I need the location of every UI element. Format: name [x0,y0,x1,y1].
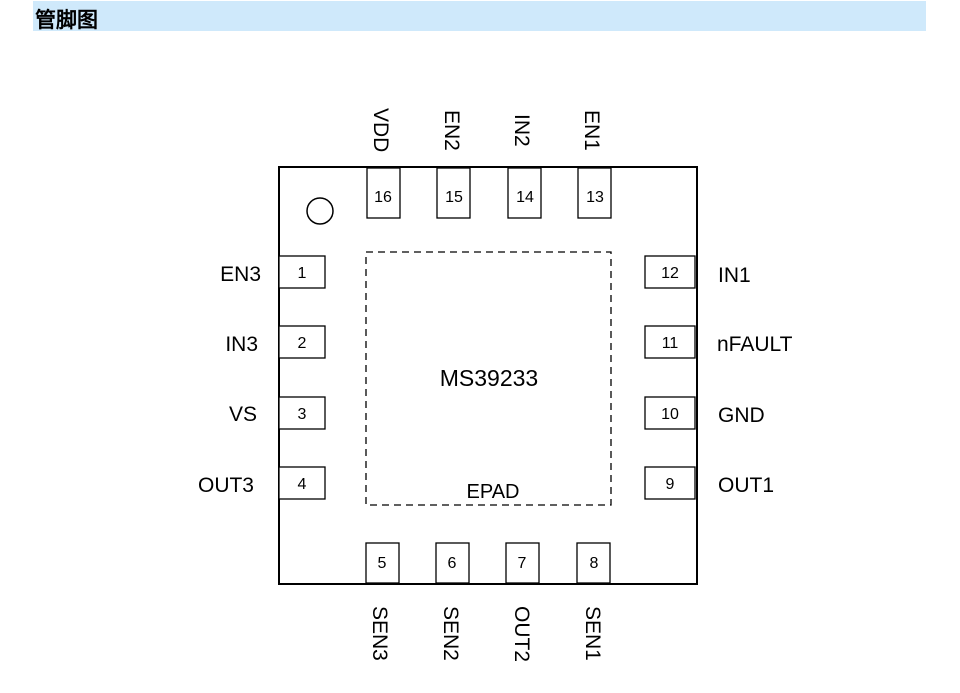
pin-number: 7 [518,555,527,572]
pin-number: 12 [661,265,679,282]
pin-name: IN1 [718,264,751,287]
pin1-indicator-dot [306,197,334,225]
pin-name: VS [229,403,257,426]
pin-number: 9 [666,476,675,493]
epad-label: EPAD [467,481,520,503]
pin-name: SEN1 [581,606,604,661]
pin-number: 15 [445,189,463,206]
pin-number: 13 [586,189,604,206]
pin-3: 3 VS [229,396,326,430]
section-title-bar: 管脚图 [33,1,926,32]
pin-2: 2 IN3 [225,325,326,359]
pin-name: GND [718,404,765,427]
pin-11: 11 nFAULT [644,325,793,359]
pin-name: EN1 [580,110,603,151]
pin-8: 8 SEN1 [576,542,611,661]
pin-name: nFAULT [717,333,793,356]
pin-name: EN3 [220,263,261,286]
pin-9: 9 OUT1 [644,466,774,500]
package-outline [278,166,698,585]
pin-12: 12 IN1 [644,255,751,289]
chip-part-number: MS39233 [440,365,538,391]
pin-number: 14 [516,189,534,206]
pin-14: 14 IN2 [507,114,542,219]
pin-13: 13 EN1 [577,110,612,219]
pin-name: OUT2 [510,606,533,662]
pin-number: 5 [378,555,387,572]
pin-number: 2 [298,335,307,352]
pin-5: 5 SEN3 [365,542,400,661]
section-title: 管脚图 [35,8,98,32]
pin-10: 10 GND [644,396,765,430]
pin-name: EN2 [440,110,463,151]
pin-number: 10 [661,406,679,423]
pin-name: OUT1 [718,474,774,497]
pin-number: 4 [298,476,307,493]
pin-name: OUT3 [198,474,254,497]
pin-name: IN3 [225,333,258,356]
pin-1: 1 EN3 [220,255,326,289]
pin-number: 11 [662,335,679,352]
pin-number: 6 [448,555,457,572]
pin-16: 16 VDD [366,108,401,219]
pin-number: 16 [374,189,392,206]
pin-name: SEN2 [439,606,462,661]
pin-6: 6 SEN2 [435,542,470,661]
pin-15: 15 EN2 [436,110,471,219]
pin-number: 3 [298,406,307,423]
pin-name: SEN3 [368,606,391,661]
pin-name: IN2 [510,114,533,147]
pin-number: 8 [590,555,599,572]
pin-name: VDD [369,108,392,152]
pin-7: 7 OUT2 [505,542,540,662]
pin-4: 4 OUT3 [198,466,326,500]
exposed-pad-outline [365,251,612,506]
pin-number: 1 [298,265,307,282]
